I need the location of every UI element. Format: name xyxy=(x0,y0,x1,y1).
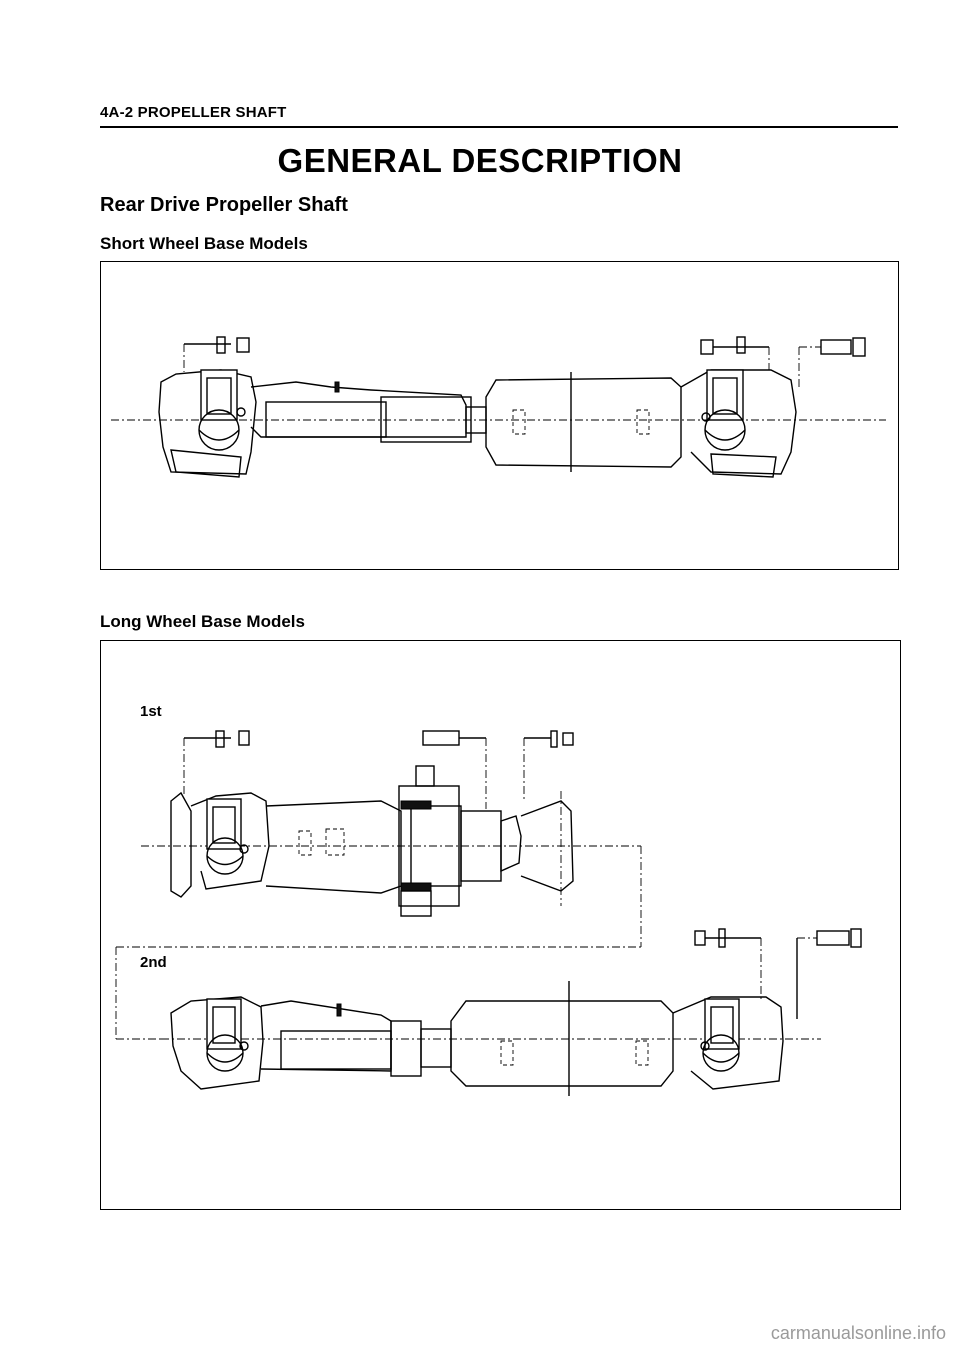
header-rule xyxy=(100,126,898,128)
left-universal-joint xyxy=(158,369,257,478)
second-shaft-label: 2nd xyxy=(140,954,167,971)
shaft-tube xyxy=(250,372,682,472)
short-shaft-drawing xyxy=(111,336,886,478)
page-header: 4A-2 PROPELLER SHAFT xyxy=(100,104,287,121)
section-heading: Rear Drive Propeller Shaft xyxy=(100,194,348,216)
first-shaft xyxy=(141,765,641,917)
second-shaft xyxy=(161,981,821,1096)
footer-watermark: carmanualsonline.info xyxy=(770,1323,946,1343)
page-title: GENERAL DESCRIPTION xyxy=(277,142,683,179)
short-wheel-base-figure xyxy=(100,261,899,570)
short-wheel-base-heading: Short Wheel Base Models xyxy=(100,234,308,253)
first-shaft-label: 1st xyxy=(140,703,162,720)
second-shaft-bolts xyxy=(694,928,862,1019)
right-universal-joint xyxy=(680,369,797,478)
first-shaft-bolts xyxy=(183,730,574,809)
long-shaft-drawing xyxy=(115,730,862,1096)
long-wheel-base-figure: 1st 2nd xyxy=(100,640,901,1210)
bolt-callouts xyxy=(183,336,866,387)
long-wheel-base-heading: Long Wheel Base Models xyxy=(100,612,305,631)
